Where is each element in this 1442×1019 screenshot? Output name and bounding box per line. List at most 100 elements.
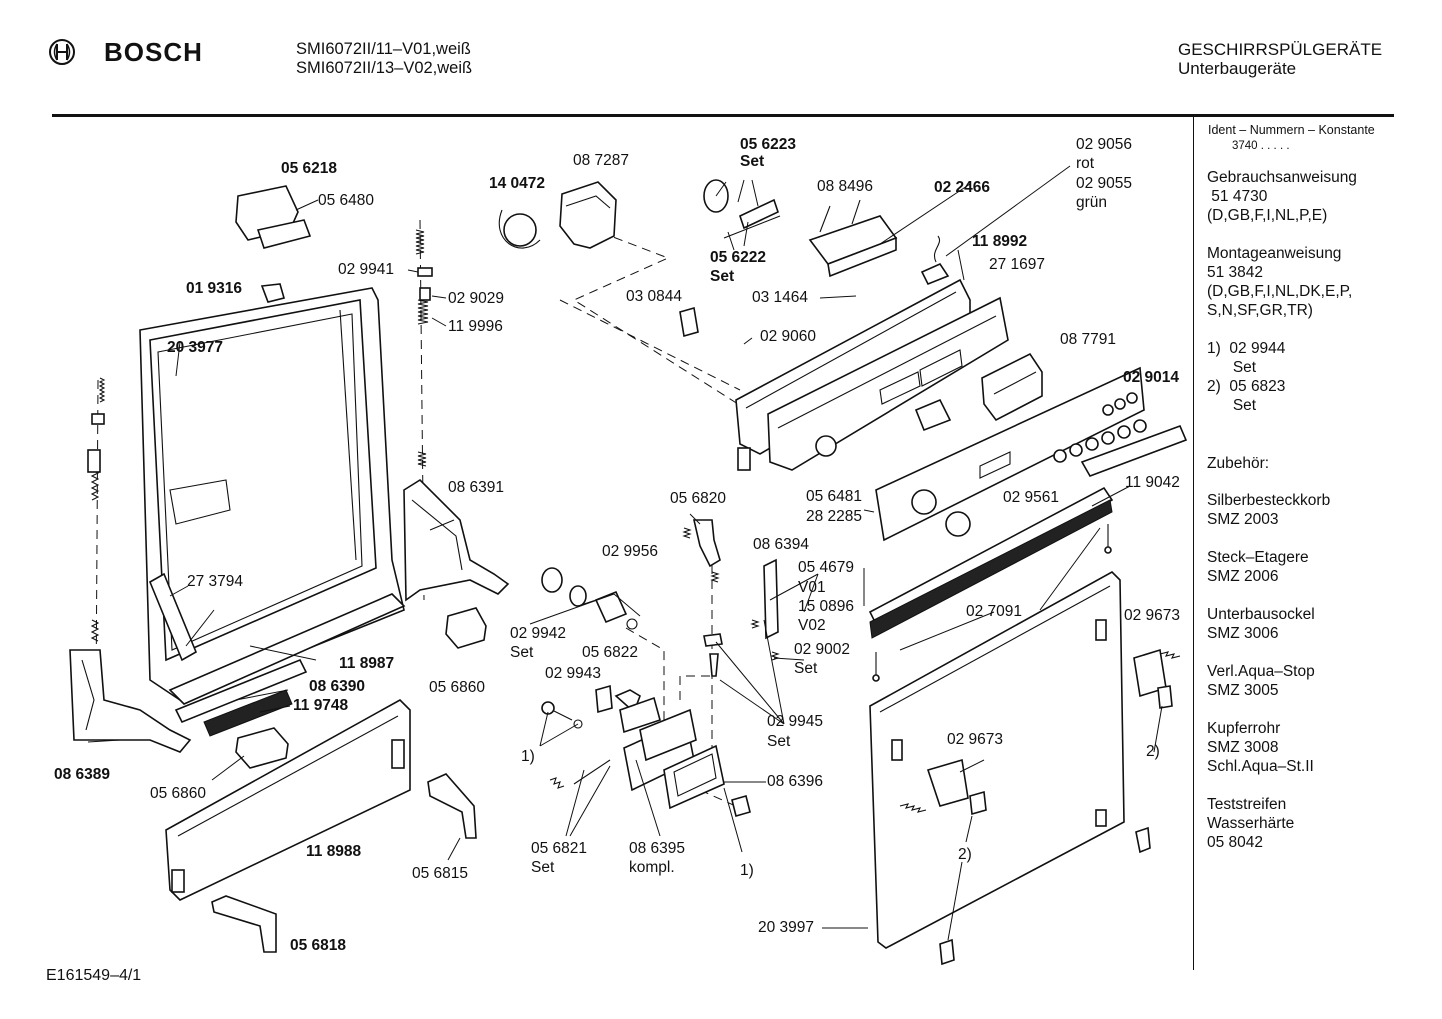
- part-label: 05 6818: [290, 937, 347, 954]
- ident-label: Ident – Nummern – Konstante: [1208, 123, 1375, 137]
- part-label: 02 9056: [1076, 136, 1133, 153]
- sidebar-line: Zubehör:: [1207, 455, 1270, 472]
- part-label: 01 9316: [186, 280, 243, 297]
- part-label: 02 9055: [1076, 175, 1133, 192]
- part-label: 11 9748: [293, 697, 349, 714]
- part-label: 02 9029: [448, 290, 505, 307]
- sidebar-line: SMZ 2006: [1207, 568, 1279, 585]
- ident-value: 3740 . . . . .: [1232, 140, 1290, 152]
- part-label: 11 9042: [1125, 474, 1180, 491]
- sidebar-line: 2) 05 6823: [1207, 378, 1286, 395]
- part-label: 05 6860: [429, 679, 486, 696]
- part-label: Set: [794, 660, 818, 677]
- sidebar-line: (D,GB,F,I,NL,P,E): [1207, 207, 1328, 224]
- part-label: 02 9942: [510, 625, 567, 642]
- part-label: 05 6223: [740, 136, 797, 153]
- part-label: 02 9945: [767, 713, 824, 730]
- part-label: 2): [958, 846, 972, 863]
- part-label: Set: [531, 859, 555, 876]
- sidebar-line: 51 4730: [1207, 188, 1268, 205]
- part-label: 14 0472: [489, 175, 546, 192]
- part-label: 08 8496: [817, 178, 874, 195]
- part-label: 02 7091: [966, 603, 1023, 620]
- part-label: 05 6820: [670, 490, 727, 507]
- part-label: 27 3794: [187, 573, 244, 590]
- part-label: 05 4679: [798, 559, 855, 576]
- part-label: 2): [1146, 743, 1160, 760]
- part-label: grün: [1076, 194, 1108, 211]
- sidebar-line: Verl.Aqua–Stop: [1207, 663, 1315, 680]
- part-label: Set: [767, 733, 791, 750]
- sidebar-line: Montageanweisung: [1207, 245, 1342, 262]
- part-label: 08 6389: [54, 766, 111, 783]
- sidebar-line: Steck–Etagere: [1207, 549, 1309, 566]
- part-label: 05 6821: [531, 840, 588, 857]
- part-label: 05 6218: [281, 160, 338, 177]
- part-label: 08 7791: [1060, 331, 1117, 348]
- part-label: 08 6396: [767, 773, 824, 790]
- brand-name: BOSCH: [104, 37, 203, 67]
- part-label: 03 1464: [752, 289, 809, 306]
- sidebar-line: 1) 02 9944: [1207, 340, 1286, 357]
- part-label: 05 6480: [318, 192, 375, 209]
- part-label: 11 9996: [448, 318, 503, 335]
- model-line-2: SMI6072II/13–V02,weiß: [296, 59, 473, 77]
- sidebar-line: 51 3842: [1207, 264, 1264, 281]
- part-label: kompl.: [629, 859, 675, 876]
- part-label: V01: [798, 579, 826, 596]
- part-label: 02 9956: [602, 543, 659, 560]
- model-line-1: SMI6072II/11–V01,weiß: [296, 40, 471, 58]
- sidebar-line: (D,GB,F,I,NL,DK,E,P,: [1207, 283, 1353, 300]
- drawing-code: E161549–4/1: [46, 967, 142, 984]
- sidebar-divider: [1193, 117, 1194, 970]
- part-label: 05 6860: [150, 785, 207, 802]
- sidebar-line: Schl.Aqua–St.II: [1207, 758, 1314, 775]
- sidebar-line: SMZ 2003: [1207, 511, 1279, 528]
- header-divider: [52, 114, 1394, 117]
- part-label: 02 9673: [1124, 607, 1181, 624]
- part-label: 02 9941: [338, 261, 395, 278]
- part-label: 1): [521, 748, 535, 765]
- part-label: 20 3977: [167, 339, 224, 356]
- part-label: 11 8987: [339, 655, 395, 672]
- sidebar-line: SMZ 3005: [1207, 682, 1279, 699]
- part-label: 05 6222: [710, 249, 767, 266]
- part-label: 08 7287: [573, 152, 630, 169]
- part-label: 05 6481: [806, 488, 863, 505]
- part-label: Set: [740, 153, 765, 170]
- part-label: 20 3997: [758, 919, 815, 936]
- part-label: Set: [510, 644, 534, 661]
- part-label: 03 0844: [626, 288, 683, 305]
- sidebar-line: Teststreifen: [1207, 796, 1287, 813]
- part-label: 02 9060: [760, 328, 817, 345]
- part-label: 11 8988: [306, 843, 362, 860]
- sidebar-line: SMZ 3006: [1207, 625, 1279, 642]
- part-label: Set: [710, 268, 735, 285]
- part-label: 02 9561: [1003, 489, 1060, 506]
- part-label: 28 2285: [806, 508, 863, 525]
- part-label: 27 1697: [989, 256, 1046, 273]
- sidebar-line: Wasserhärte: [1207, 815, 1295, 832]
- sidebar-line: Set: [1207, 359, 1257, 376]
- part-label: 08 6395: [629, 840, 686, 857]
- category-subtitle: Unterbaugeräte: [1178, 59, 1297, 78]
- sidebar-line: S,N,SF,GR,TR): [1207, 302, 1313, 319]
- bosch-armature-icon: [49, 39, 75, 65]
- part-label: 11 8992: [972, 233, 1028, 250]
- part-label: 02 9673: [947, 731, 1004, 748]
- part-label: 02 2466: [934, 179, 991, 196]
- part-label: 08 6391: [448, 479, 505, 496]
- sidebar-line: Set: [1207, 397, 1257, 414]
- part-label: 02 9943: [545, 665, 602, 682]
- part-label: 05 6815: [412, 865, 469, 882]
- sidebar-line: Kupferrohr: [1207, 720, 1281, 737]
- category-title: GESCHIRRSPÜLGERÄTE: [1178, 40, 1383, 59]
- part-label: 08 6394: [753, 536, 810, 553]
- sidebar-line: Gebrauchsanweisung: [1207, 169, 1357, 186]
- sidebar-line: Silberbesteckkorb: [1207, 492, 1331, 509]
- part-label: 05 6822: [582, 644, 639, 661]
- sidebar-line: SMZ 3008: [1207, 739, 1279, 756]
- sidebar-line: 05 8042: [1207, 834, 1264, 851]
- part-label: V02: [798, 617, 826, 634]
